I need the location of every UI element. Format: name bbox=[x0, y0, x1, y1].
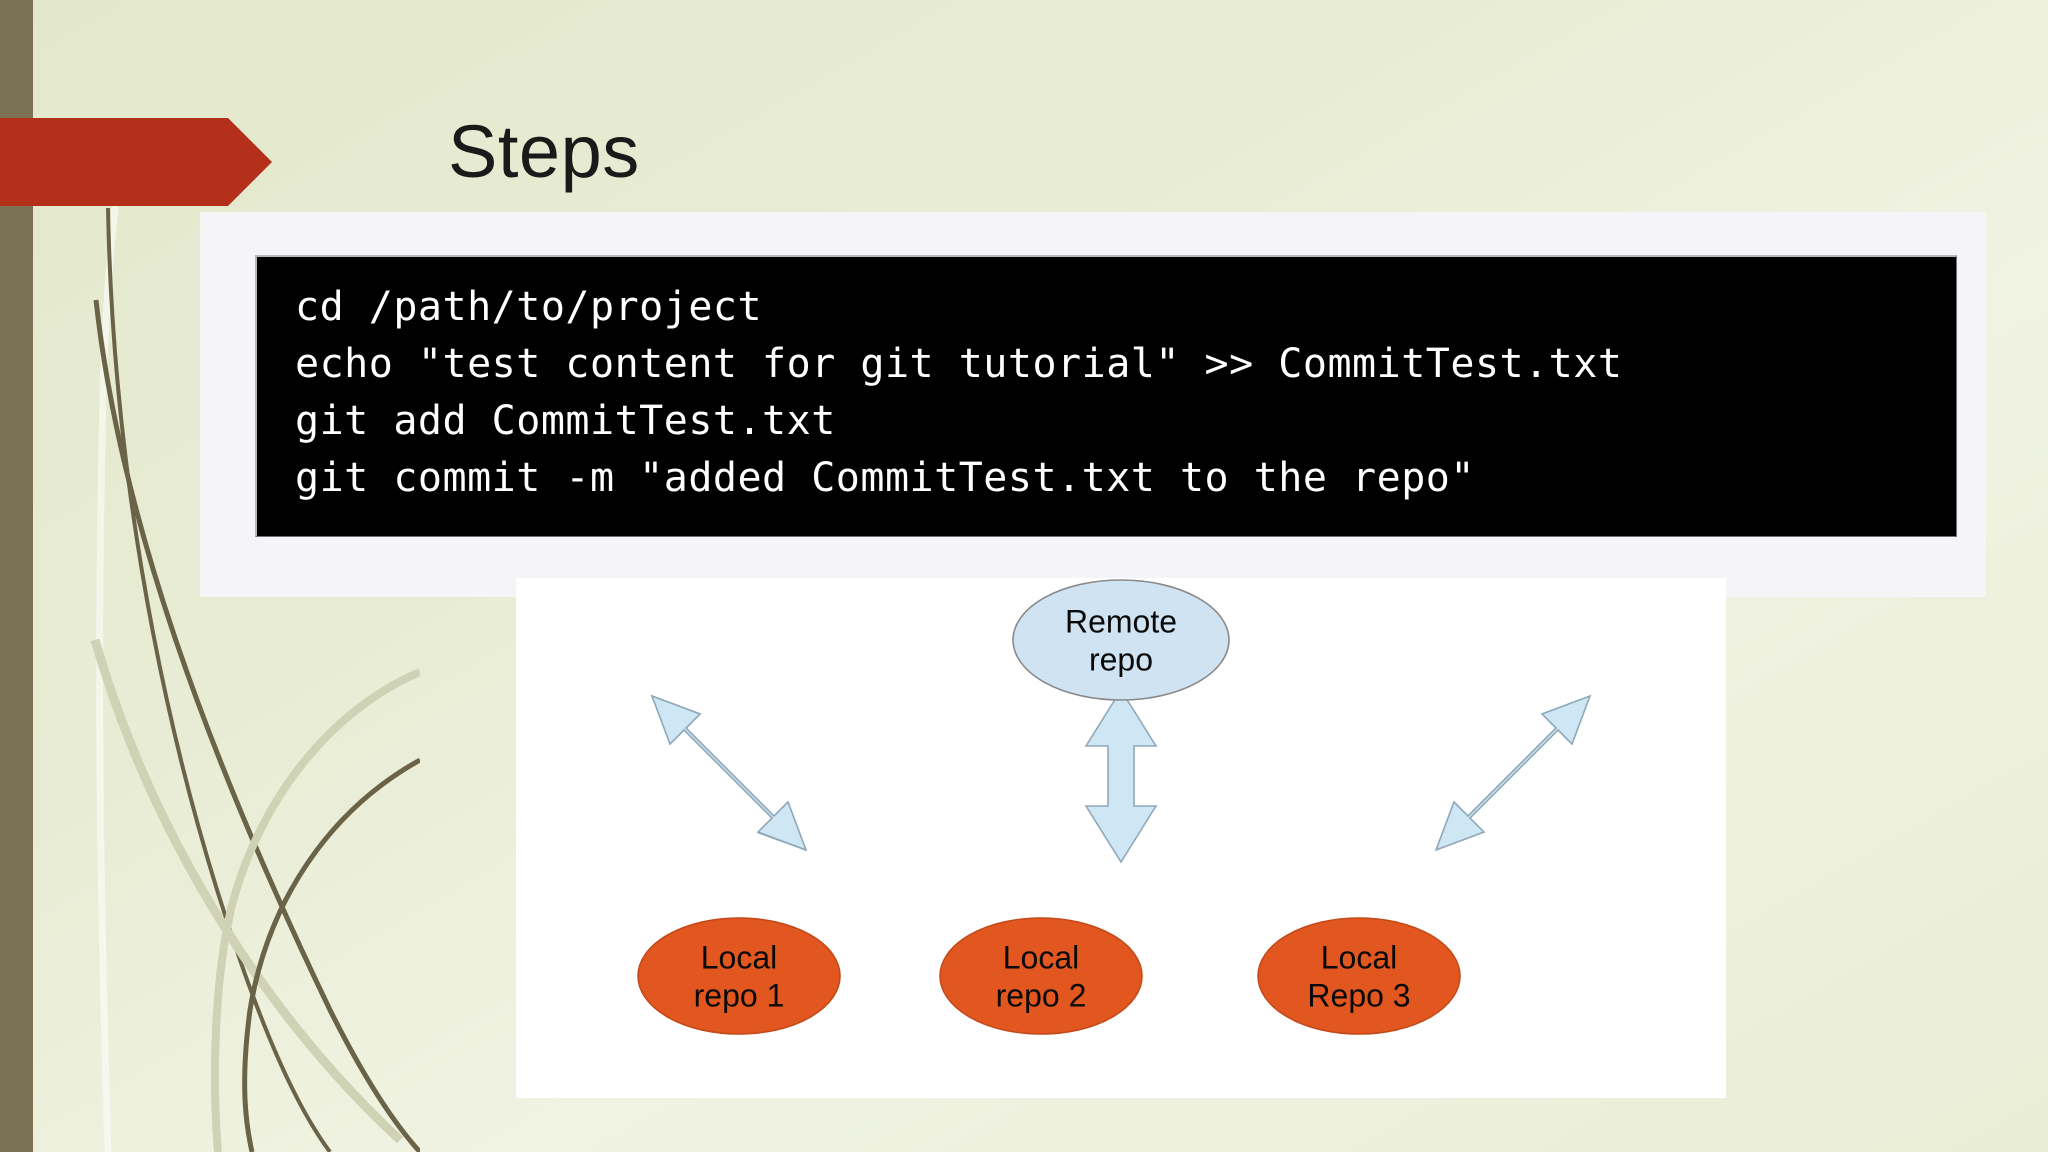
terminal-line: echo "test content for git tutorial" >> … bbox=[295, 341, 1623, 387]
terminal-window: cd /path/to/project echo "test content f… bbox=[255, 255, 1957, 537]
node-local-repo-2-label-line1: Local bbox=[1003, 939, 1080, 975]
repo-diagram: Remote repo Local repo 1 Local repo 2 Lo… bbox=[637, 579, 1592, 1035]
node-local-repo-3-label-line2: Repo 3 bbox=[1307, 977, 1410, 1013]
code-panel: cd /path/to/project echo "test content f… bbox=[200, 212, 1986, 597]
node-local-repo-3: Local Repo 3 bbox=[1257, 917, 1461, 1035]
node-local-repo-1: Local repo 1 bbox=[637, 917, 841, 1035]
arrow-remote-local3 bbox=[1434, 694, 1592, 852]
repo-diagram-panel: Remote repo Local repo 1 Local repo 2 Lo… bbox=[516, 578, 1726, 1098]
title-accent-chevron bbox=[0, 118, 272, 206]
node-local-repo-1-label-line2: repo 1 bbox=[694, 977, 785, 1013]
node-remote-repo-label-line1: Remote bbox=[1065, 603, 1177, 639]
node-remote-repo: Remote repo bbox=[1012, 579, 1230, 701]
node-local-repo-1-label-line1: Local bbox=[701, 939, 778, 975]
node-local-repo-2: Local repo 2 bbox=[939, 917, 1143, 1035]
terminal-line: cd /path/to/project bbox=[295, 284, 763, 330]
arrow-remote-local1 bbox=[650, 694, 808, 852]
node-local-repo-2-label-line2: repo 2 bbox=[996, 977, 1087, 1013]
terminal-line: git add CommitTest.txt bbox=[295, 398, 836, 444]
node-local-repo-3-label-line1: Local bbox=[1321, 939, 1398, 975]
page-title: Steps bbox=[448, 110, 640, 193]
terminal-line: git commit -m "added CommitTest.txt to t… bbox=[295, 455, 1475, 501]
node-remote-repo-label-line2: repo bbox=[1089, 641, 1153, 677]
arrow-remote-local2 bbox=[1084, 688, 1158, 864]
